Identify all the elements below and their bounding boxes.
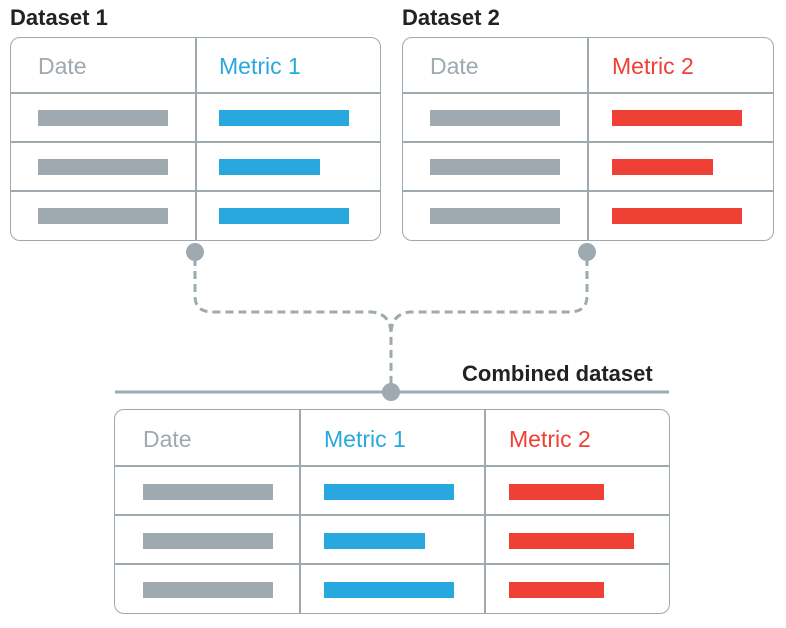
combined-node: [382, 383, 400, 401]
metric1-bar: [324, 533, 426, 549]
date-bar: [38, 159, 168, 175]
metric1-bar: [324, 582, 454, 598]
metric2-bar: [612, 110, 742, 126]
metric1-bar: [219, 110, 349, 126]
dataset2-node: [578, 243, 596, 261]
date-bar: [38, 110, 168, 126]
header-metric2: Metric 2: [612, 53, 694, 79]
header-date: Date: [430, 53, 479, 79]
metric1-bar: [219, 159, 321, 175]
date-bar: [430, 159, 560, 175]
metric2-bar: [509, 484, 604, 500]
dataset1-title: Dataset 1: [10, 5, 108, 30]
dataset1-node: [186, 243, 204, 261]
header-date: Date: [38, 53, 87, 79]
metric2-bar: [509, 533, 634, 549]
metric1-bar: [324, 484, 454, 500]
metric2-bar: [509, 582, 604, 598]
combined-table: Date Metric 1 Metric 2: [114, 409, 670, 614]
metric2-bar: [612, 159, 714, 175]
date-bar: [143, 533, 273, 549]
header-metric1: Metric 1: [219, 53, 301, 79]
header-metric1: Metric 1: [324, 426, 406, 452]
dataset2-table: Date Metric 2: [402, 37, 774, 241]
metric1-bar: [219, 208, 349, 224]
header-metric2: Metric 2: [509, 426, 591, 452]
dataset2-title: Dataset 2: [402, 5, 500, 30]
header-date: Date: [143, 426, 192, 452]
combined-title: Combined dataset: [462, 361, 653, 386]
metric2-bar: [612, 208, 742, 224]
dataset1-table: Date Metric 1: [10, 37, 381, 241]
date-bar: [430, 110, 560, 126]
connector-dataset2: [389, 258, 589, 335]
date-bar: [143, 484, 273, 500]
date-bar: [143, 582, 273, 598]
date-bar: [38, 208, 168, 224]
date-bar: [430, 208, 560, 224]
connector-dataset1: [193, 258, 393, 384]
